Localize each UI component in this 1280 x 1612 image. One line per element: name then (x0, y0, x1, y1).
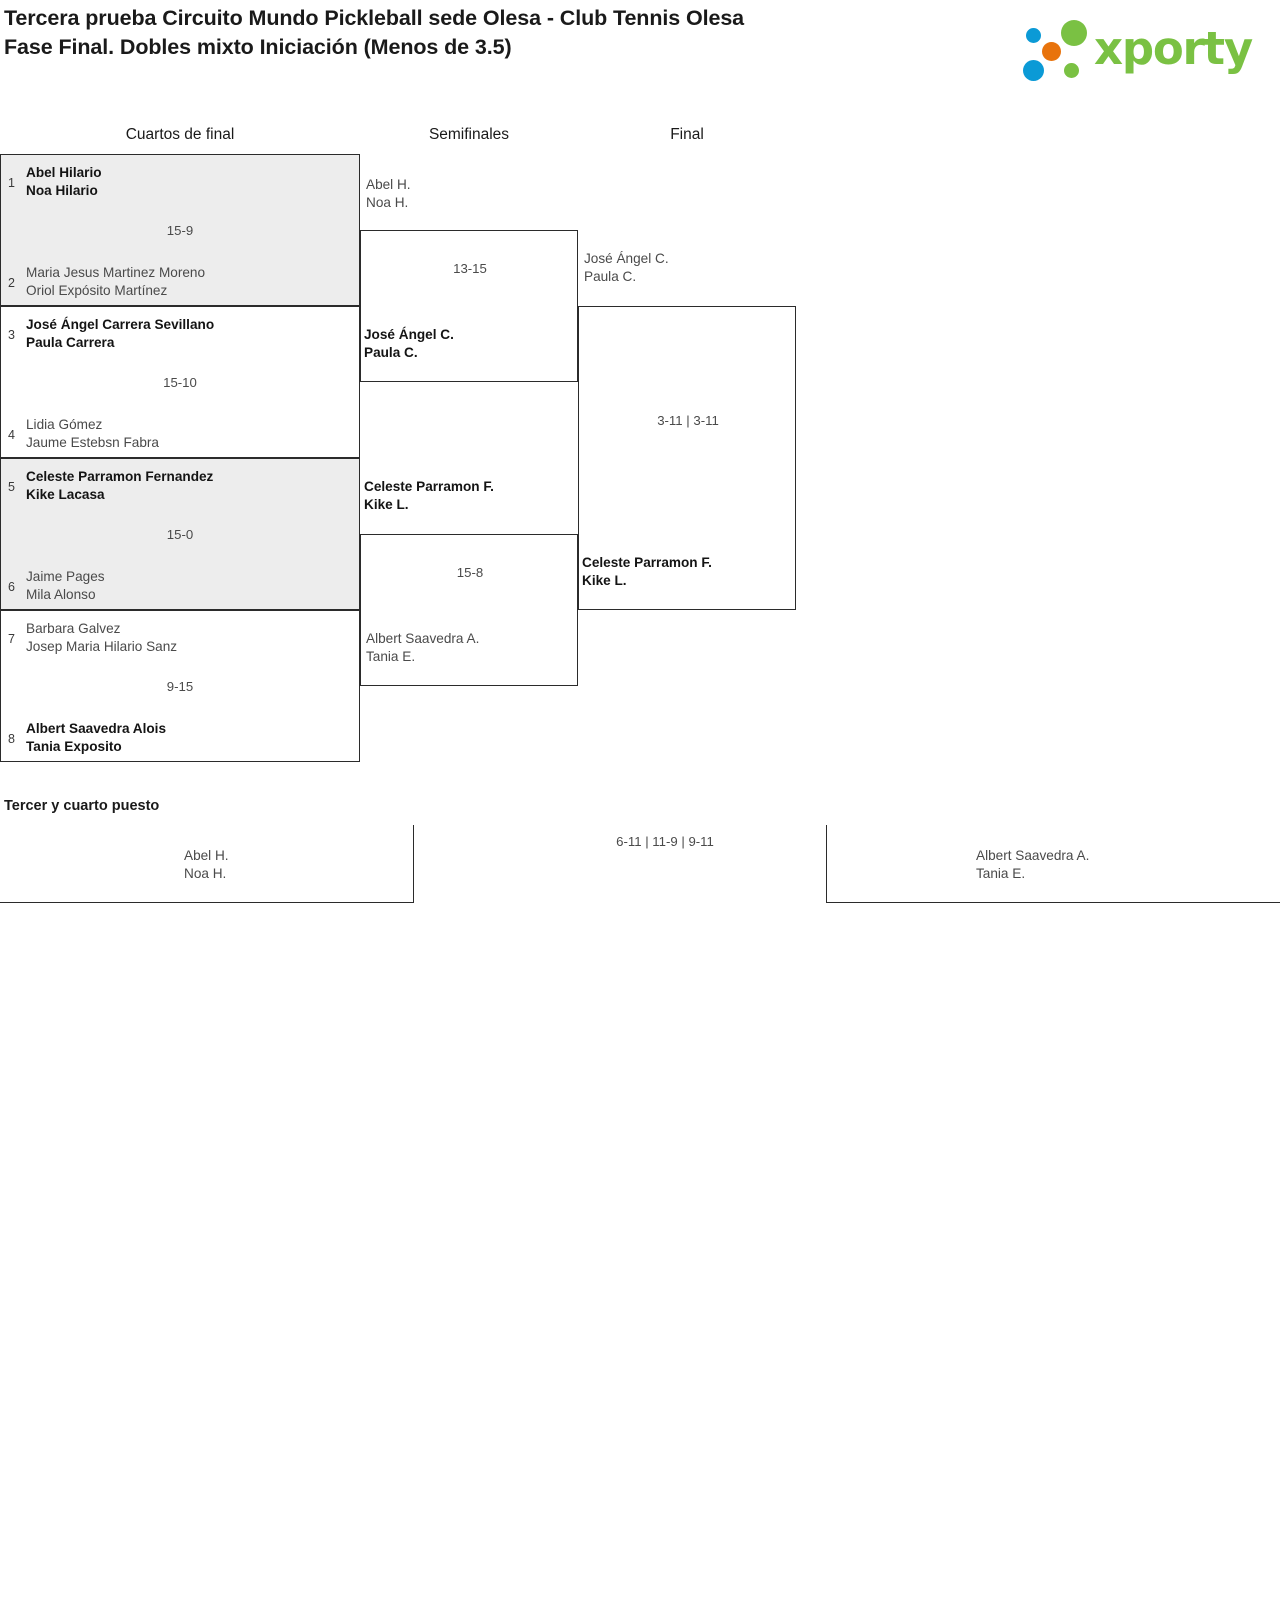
logo-dots-icon (1012, 18, 1098, 81)
team-qf4-top: Barbara Galvez Josep Maria Hilario Sanz (26, 621, 178, 654)
team-qf1-bottom: Maria Jesus Martinez Moreno Oriol Expósi… (26, 265, 206, 298)
match-sf-2[interactable] (360, 534, 578, 686)
match-qf-1[interactable] (0, 154, 360, 306)
score-qf-4: 9-15 (166, 679, 194, 694)
third-place-left-box[interactable] (0, 825, 414, 903)
team-qf2-top: José Ángel Carrera Sevillano Paula Carre… (26, 317, 215, 350)
team-third-right: Albert Saavedra A. Tania E. (976, 848, 1090, 881)
match-qf-3[interactable] (0, 458, 360, 610)
team-sf2-top: Celeste Parramon F. Kike L. (364, 479, 494, 512)
page-subtitle: Fase Final. Dobles mixto Iniciación (Men… (4, 35, 512, 59)
match-qf-4[interactable] (0, 610, 360, 762)
team-third-left: Abel H. Noa H. (184, 848, 229, 881)
logo-wordmark: xporty (1094, 22, 1253, 75)
seed-number: 7 (8, 632, 15, 646)
team-qf4-bottom: Albert Saavedra Alois Tania Exposito (26, 721, 167, 754)
seed-number: 5 (8, 480, 15, 494)
seed-number: 8 (8, 732, 15, 746)
title-block: Tercera prueba Circuito Mundo Pickleball… (4, 4, 964, 62)
team-sf2-bottom: Albert Saavedra A. Tania E. (366, 631, 480, 664)
third-place-right-box[interactable] (826, 825, 1280, 903)
team-qf3-bottom: Jaime Pages Mila Alonso (26, 569, 105, 602)
team-qf1-top: Abel Hilario Noa Hilario (26, 165, 102, 198)
logo-dot-blue-large-icon (1023, 60, 1044, 81)
seed-number: 4 (8, 428, 15, 442)
seed-number: 2 (8, 276, 15, 290)
third-place-heading: Tercer y cuarto puesto (4, 798, 160, 814)
match-qf-2[interactable] (0, 306, 360, 458)
team-qf2-bottom: Lidia Gómez Jaume Estebsn Fabra (26, 417, 159, 450)
score-sf-1: 13-15 (453, 261, 487, 276)
round-heading-final: Final (670, 126, 704, 143)
score-final: 3-11 | 3-11 (657, 413, 719, 428)
score-qf-1: 15-9 (166, 223, 194, 238)
score-qf-3: 15-0 (166, 527, 194, 542)
match-sf-1[interactable] (360, 230, 578, 382)
round-heading-quarterfinals: Cuartos de final (125, 126, 235, 143)
logo-dot-blue-small-icon (1026, 28, 1041, 43)
team-final-top: José Ángel C. Paula C. (584, 251, 669, 284)
tournament-bracket: 1 Abel Hilario Noa Hilario 15-9 2 Maria … (0, 154, 796, 762)
seed-number: 6 (8, 580, 15, 594)
logo-dot-green-large-icon (1061, 20, 1087, 46)
logo-dot-orange-icon (1042, 42, 1061, 61)
team-qf3-top: Celeste Parramon Fernandez Kike Lacasa (26, 469, 214, 502)
xporty-logo[interactable]: xporty (1012, 18, 1253, 81)
page-header: Tercera prueba Circuito Mundo Pickleball… (0, 0, 1280, 110)
score-third-place: 6-11 | 11-9 | 9-11 (616, 834, 714, 849)
page-title: Tercera prueba Circuito Mundo Pickleball… (4, 6, 745, 30)
team-sf1-bottom: José Ángel C. Paula C. (364, 327, 454, 360)
round-heading-semifinals: Semifinales (428, 126, 510, 143)
seed-number: 3 (8, 328, 15, 342)
logo-dot-green-small-icon (1064, 63, 1079, 78)
team-sf1-top: Abel H. Noa H. (366, 177, 411, 210)
score-qf-2: 15-10 (163, 375, 197, 390)
seed-number: 1 (8, 176, 15, 190)
score-sf-2: 15-8 (456, 565, 484, 580)
team-final-bottom: Celeste Parramon F. Kike L. (582, 555, 712, 588)
match-final[interactable] (578, 306, 796, 610)
